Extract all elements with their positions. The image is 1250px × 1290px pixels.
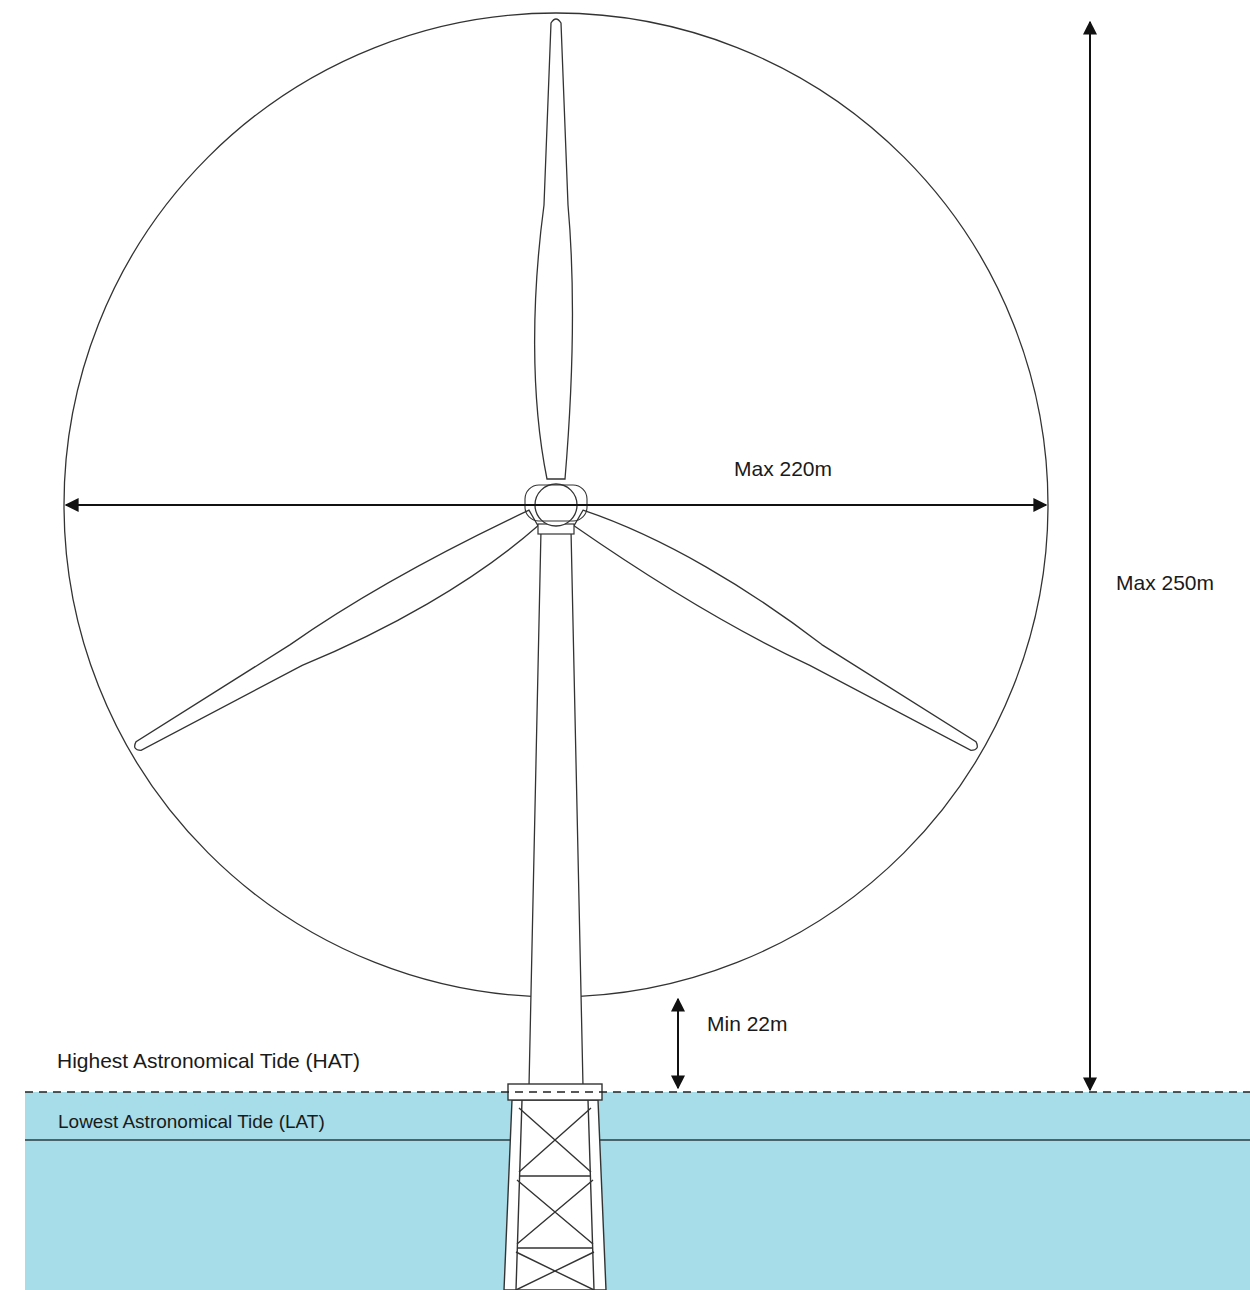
- rotor-blades: [127, 19, 988, 767]
- tide-label: Lowest Astronomical Tide (LAT): [58, 1111, 325, 1134]
- tide-label: Highest Astronomical Tide (HAT): [57, 1048, 360, 1073]
- dimension-label: Max 220m: [734, 456, 832, 481]
- tower: [529, 530, 583, 1086]
- blade: [570, 499, 987, 762]
- blade: [535, 19, 573, 479]
- hub-housing: [525, 485, 587, 521]
- dimension-label: Max 250m: [1116, 570, 1214, 595]
- lat-line: [25, 1139, 1250, 1141]
- dimension-label: Min 22m: [707, 1011, 788, 1036]
- sea-water: [25, 1092, 1250, 1290]
- hat-line: [25, 1091, 1250, 1093]
- blade: [127, 504, 544, 767]
- rotor-diameter-arrow: [66, 504, 1046, 506]
- air-gap-arrow: [677, 999, 679, 1088]
- jacket-foundation: [504, 1100, 606, 1290]
- tip-height-arrow: [1089, 22, 1091, 1090]
